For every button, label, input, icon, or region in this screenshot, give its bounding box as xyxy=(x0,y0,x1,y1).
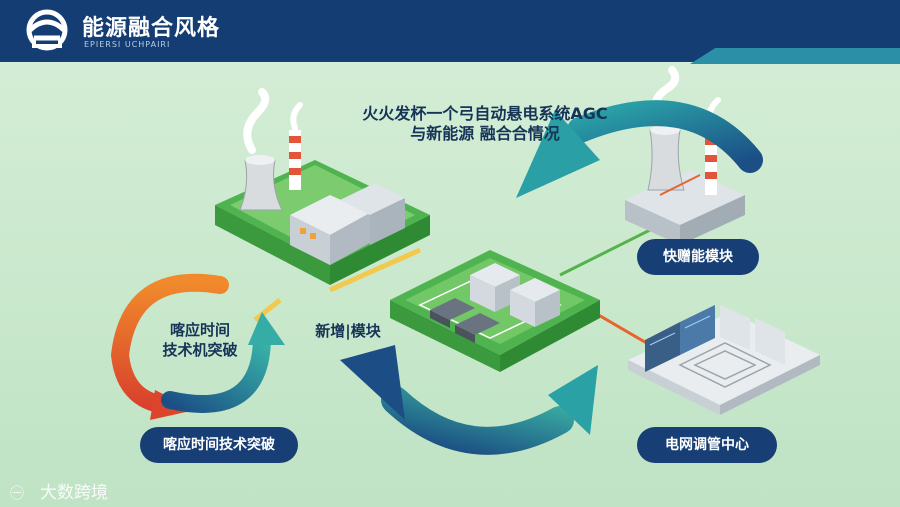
app-subtitle: EPIERSI UCHPAIRI xyxy=(84,40,171,49)
loop-label-line-2: 技术机突破 xyxy=(162,341,238,359)
arrow-head-left-icon xyxy=(516,110,600,198)
storage-module-pill: 快赠能模块 xyxy=(637,239,759,275)
dispatch-center-pill: 电网调管中心 xyxy=(637,427,777,463)
center-module-label: 新增|模块 xyxy=(315,322,381,340)
brand-logo-icon xyxy=(22,8,72,52)
response-tech-pill: 喀应时间技术突破 xyxy=(140,427,298,463)
arrow-head-up-left-icon xyxy=(340,345,405,420)
grid-dispatch-center-icon xyxy=(628,305,820,415)
watermark-text: 大数跨境 xyxy=(40,483,108,503)
loop-label-line-1: 喀应时间 xyxy=(169,321,230,339)
arrow-head-up-right-icon xyxy=(548,365,598,435)
new-module-station-icon xyxy=(390,250,600,372)
app-title: 能源融合风格 xyxy=(82,16,221,41)
watermark: ㊀大数跨境 xyxy=(10,478,108,503)
watermark-logo-icon: ㊀ xyxy=(10,486,24,502)
loop-label: 喀应时间 技术机突破 xyxy=(150,320,250,360)
caption-line-2: 与新能源 融合合情况 xyxy=(410,124,560,143)
thermal-power-plant-icon xyxy=(215,88,430,285)
energy-storage-plant-icon xyxy=(625,66,745,245)
header-accent-stripe xyxy=(690,48,900,64)
cycle-arrows xyxy=(110,100,763,455)
connector-lines xyxy=(253,228,651,347)
caption-line-1: 火火发杯一个弓自动悬电系统AGC xyxy=(362,104,608,123)
diagram-caption: 火火发杯一个弓自动悬电系统AGC 与新能源 融合合情况 xyxy=(330,104,640,144)
